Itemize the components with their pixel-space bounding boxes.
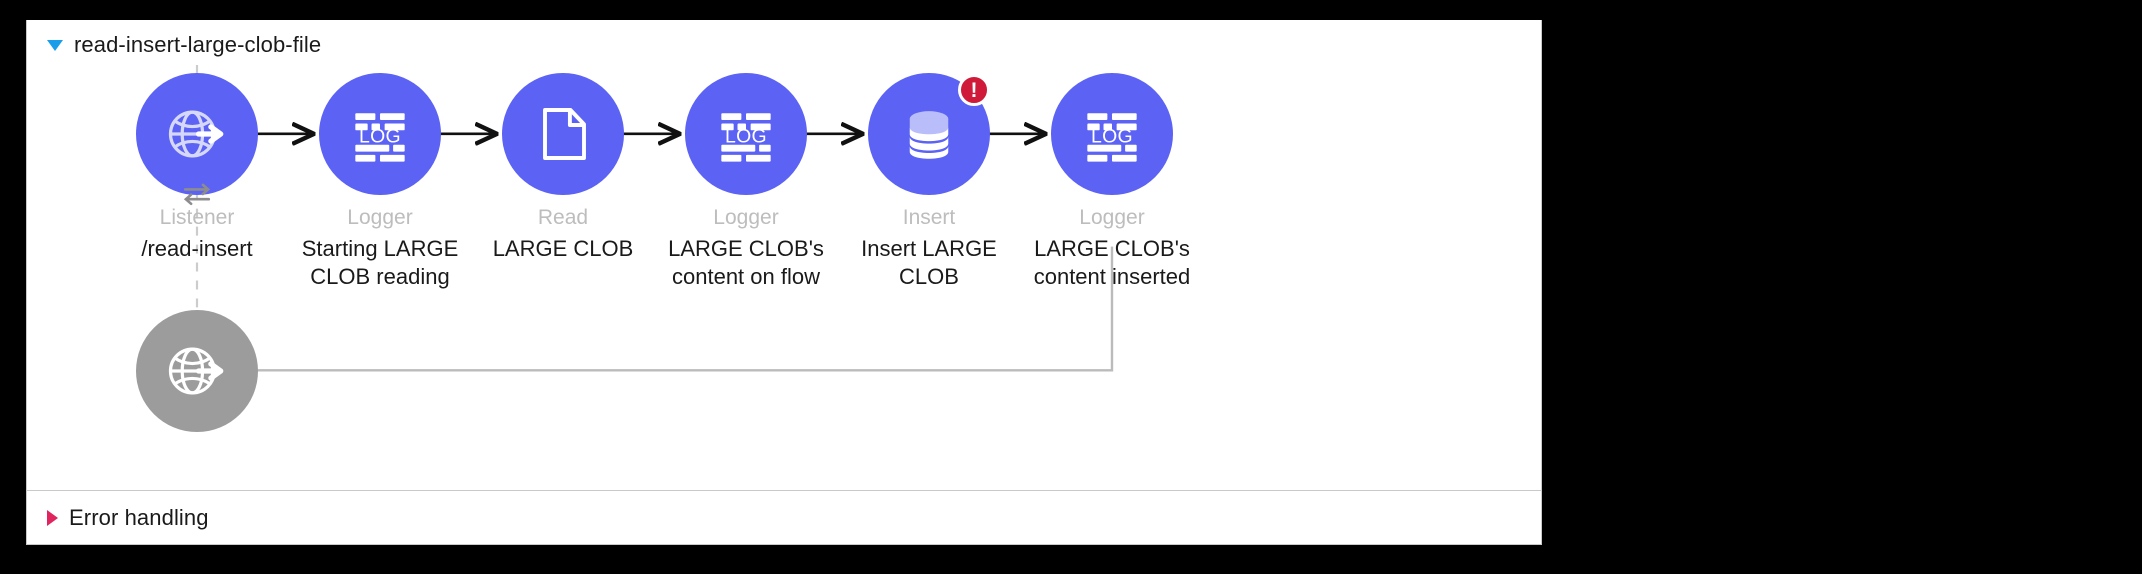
exchange-icon	[183, 183, 211, 206]
flow-node-read[interactable]: Read LARGE CLOB	[448, 73, 678, 263]
node-kind-insert: Insert	[902, 206, 956, 229]
read-bubble-wrap	[502, 73, 624, 195]
flow-node-logger-3[interactable]: LOG Logger LARGE CLOB's content inserted	[997, 73, 1227, 292]
node-label-insert: Insert LARGE CLOB	[861, 236, 997, 290]
flow-node-insert[interactable]: ! Insert Insert LARGE CLOB	[814, 73, 1044, 292]
triangle-right-icon[interactable]	[47, 509, 58, 526]
svg-text:LOG: LOG	[1091, 125, 1133, 147]
error-handling-section[interactable]: Error handling	[27, 490, 1541, 544]
log-icon: LOG	[721, 113, 771, 162]
logger-2-bubble-wrap: LOG	[685, 73, 807, 195]
node-kind-listener: Listener	[159, 206, 235, 229]
node-label-listener: /read-insert	[141, 236, 253, 262]
insert-bubble[interactable]: !	[868, 73, 990, 195]
database-icon	[909, 111, 949, 159]
flow-header[interactable]: read-insert-large-clob-file	[27, 25, 1541, 65]
node-kind-logger-3: Logger	[1079, 206, 1145, 229]
logger-3-bubble-wrap: LOG	[1051, 73, 1173, 195]
node-label-logger-2: LARGE CLOB's content on flow	[668, 236, 824, 290]
listener-bubble-wrap	[136, 73, 258, 206]
error-exclamation-icon[interactable]: !	[958, 74, 990, 106]
log-icon: LOG	[355, 113, 405, 162]
svg-text:LOG: LOG	[359, 125, 401, 147]
logger-1-bubble[interactable]: LOG	[319, 73, 441, 195]
read-bubble[interactable]	[502, 73, 624, 195]
globe-arrow-icon	[168, 110, 224, 158]
node-label-logger-1: Starting LARGE CLOB reading	[301, 236, 459, 290]
document-icon	[543, 108, 586, 160]
svg-text:LOG: LOG	[725, 125, 767, 147]
flow-node-listener[interactable]: Listener /read-insert	[82, 73, 312, 263]
flow-node-logger-1[interactable]: LOG Logger Starting LARGE CLOB reading	[265, 73, 495, 292]
globe-arrow-icon	[168, 347, 224, 395]
return-bubble[interactable]	[136, 310, 258, 432]
error-handling-title: Error handling	[69, 504, 209, 530]
insert-bubble-wrap: !	[868, 73, 990, 195]
triangle-down-icon[interactable]	[47, 39, 63, 51]
node-label-logger-3: LARGE CLOB's content inserted	[1033, 236, 1191, 290]
node-kind-logger-2: Logger	[713, 206, 779, 229]
logger-1-bubble-wrap: LOG	[319, 73, 441, 195]
logger-3-bubble[interactable]: LOG	[1051, 73, 1173, 195]
node-kind-logger-1: Logger	[347, 206, 413, 229]
logger-2-bubble[interactable]: LOG	[685, 73, 807, 195]
return-bubble-wrap	[136, 310, 258, 432]
log-icon: LOG	[1087, 113, 1137, 162]
node-label-read: LARGE CLOB	[492, 236, 634, 262]
flow-node-return[interactable]	[82, 310, 312, 432]
flow-panel: read-insert-large-clob-file	[26, 20, 1542, 545]
listener-bubble[interactable]	[136, 73, 258, 195]
flow-diagram: Listener /read-insert	[27, 65, 1541, 490]
flow-node-logger-2[interactable]: LOG Logger LARGE CLOB's content on flow	[631, 73, 861, 292]
node-kind-read: Read	[537, 206, 589, 229]
flow-title: read-insert-large-clob-file	[74, 32, 322, 57]
